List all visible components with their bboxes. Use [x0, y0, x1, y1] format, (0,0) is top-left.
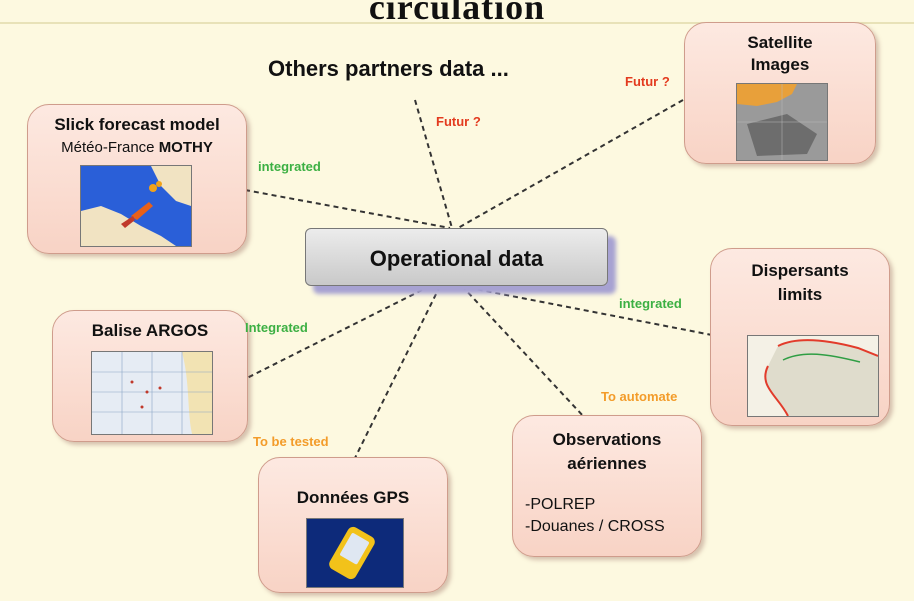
card-dispersants-limits[interactable]: Dispersants limits [710, 248, 890, 426]
title-divider [0, 22, 914, 24]
link-observations [461, 285, 586, 419]
card-title: Slick forecast model [54, 115, 220, 134]
card-balise-argos[interactable]: Balise ARGOS [52, 310, 248, 442]
gps-status: To be tested [253, 434, 329, 449]
card-slick-forecast[interactable]: Slick forecast model Météo-France MOTHY [27, 104, 247, 254]
operational-data-node[interactable]: Operational data [305, 228, 608, 286]
link-satellite [457, 99, 684, 229]
card-observations-aeriennes[interactable]: Observations aériennes -POLREP -Douanes … [512, 415, 702, 557]
card-satellite-images[interactable]: Satellite Images [684, 22, 876, 164]
link-dispersants [459, 285, 713, 336]
satellite-status: Futur ? [625, 74, 670, 89]
card-title-line1: Observations [552, 430, 662, 449]
card-subtitle: Météo-France MOTHY [28, 139, 246, 156]
partners-status: Futur ? [436, 114, 481, 129]
dispersants-status: integrated [619, 296, 682, 311]
card-donnees-gps[interactable]: Données GPS [258, 457, 448, 593]
observations-status: To automate [601, 389, 678, 404]
list-item: -POLREP [525, 496, 596, 513]
link-slick [244, 189, 451, 229]
subtitle-text: Météo-France [61, 139, 159, 156]
card-title-line2: limits [777, 285, 823, 304]
argos-status: Integrated [245, 320, 308, 335]
gps-device-thumbnail [306, 518, 404, 588]
link-gps [354, 285, 441, 459]
drift-map-thumbnail [80, 165, 192, 247]
card-title-line1: Dispersants [751, 261, 849, 280]
card-title: Données GPS [296, 488, 410, 507]
link-partners [414, 99, 453, 229]
card-title-line1: Satellite [747, 33, 813, 52]
coastline-map-thumbnail [747, 335, 879, 417]
partners-caption: Others partners data ... [268, 56, 509, 81]
link-argos [246, 285, 431, 379]
center-label: Operational data [369, 246, 544, 271]
card-title: Balise ARGOS [91, 321, 209, 340]
subtitle-model: MOTHY [158, 139, 213, 156]
slick-status: integrated [258, 159, 321, 174]
card-title-line2: Images [750, 55, 810, 74]
satellite-image-thumbnail [736, 83, 828, 161]
list-item: -Douanes / CROSS [525, 518, 665, 535]
buoy-chart-thumbnail [91, 351, 213, 435]
card-title-line2: aériennes [567, 454, 647, 473]
